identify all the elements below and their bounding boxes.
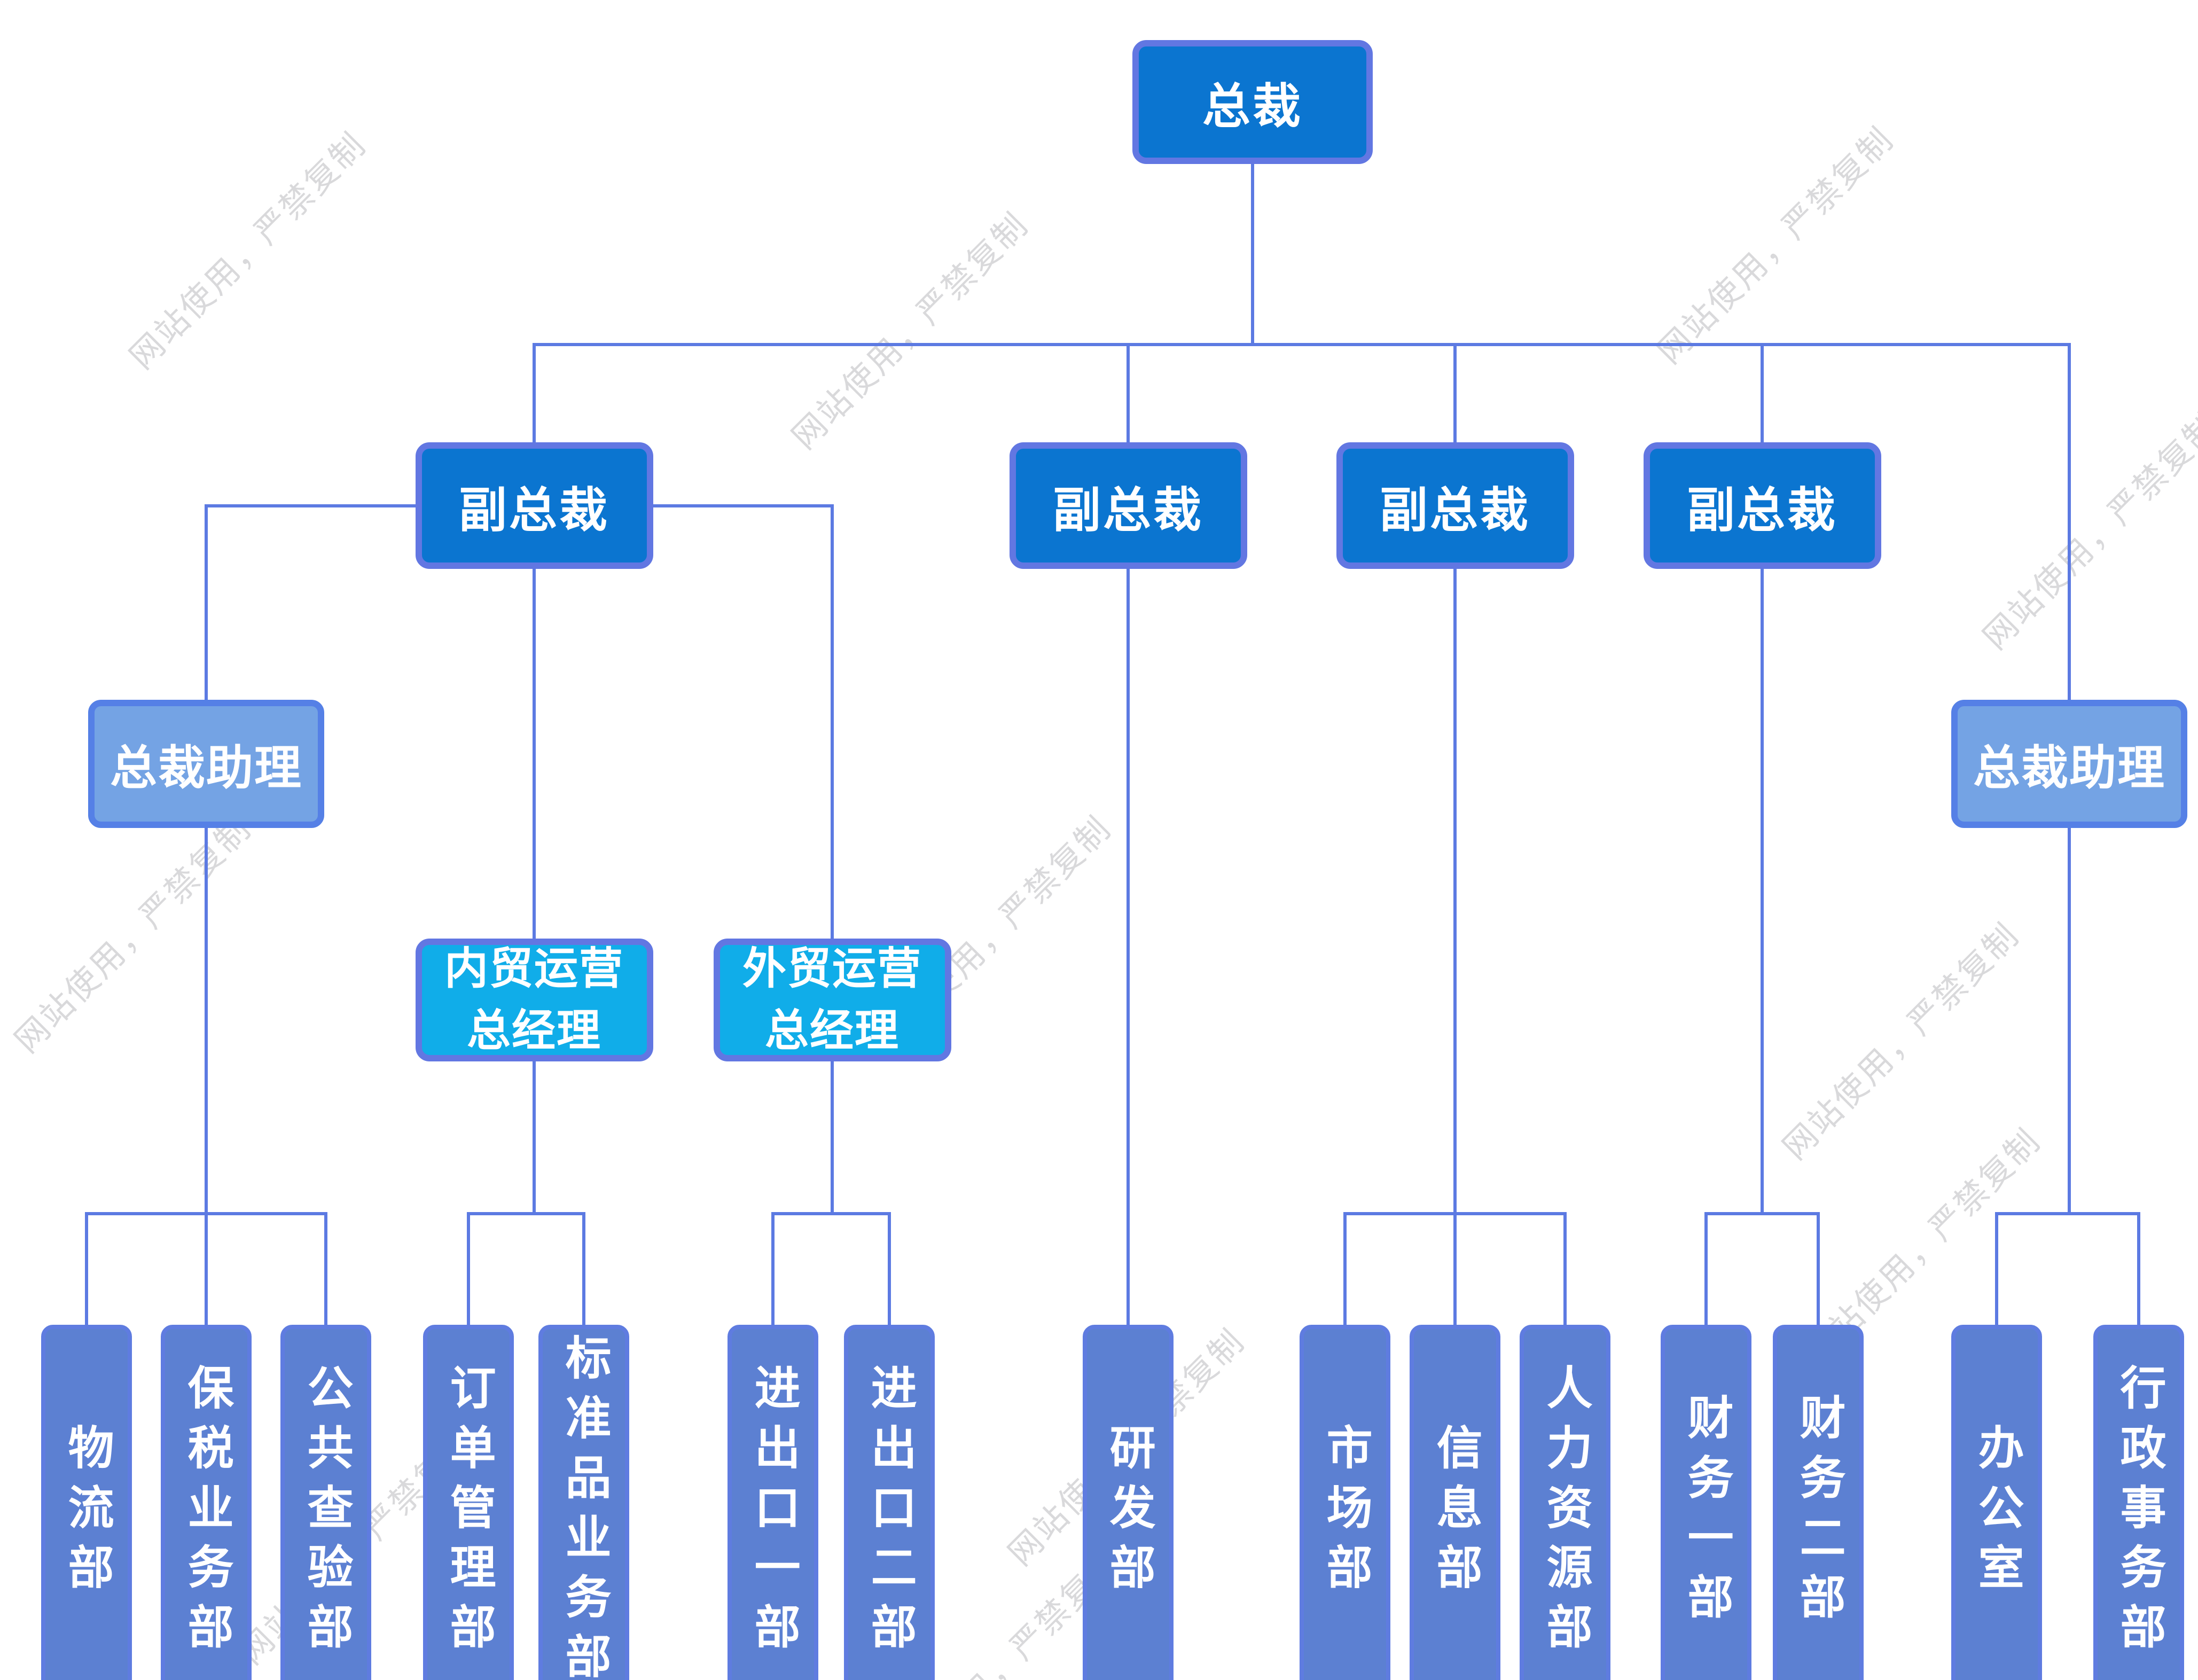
connector-line (1995, 1212, 2140, 1215)
connector-line (1761, 567, 1764, 1215)
org-node-office[interactable]: 办公室 (1951, 1325, 2042, 1680)
connector-line (888, 1212, 891, 1326)
connector-line (1704, 1212, 1820, 1215)
org-node-hr[interactable]: 人力资源部 (1520, 1325, 1610, 1680)
org-node-label: 总裁 (1202, 80, 1303, 134)
watermark-text: 网站使用，严禁复制 (1976, 406, 2198, 657)
connector-line (831, 504, 834, 940)
connector-line (467, 1212, 585, 1215)
connector-line (1127, 567, 1130, 1326)
org-node-label: 研发部 (1102, 1423, 1154, 1603)
connector-line (1453, 567, 1457, 1215)
org-node-label: 标准品业务部 (558, 1334, 610, 1680)
org-node-label: 保税业务部 (181, 1364, 232, 1662)
org-node-label: 财务一部 (1680, 1393, 1732, 1633)
org-node-label: 信息部 (1429, 1423, 1481, 1603)
org-node-label: 总裁助理 (109, 741, 302, 794)
connector-line (205, 504, 417, 507)
connector-line (533, 1060, 536, 1215)
org-node-order[interactable]: 订单管理部 (423, 1325, 514, 1680)
org-node-fin2[interactable]: 财务二部 (1773, 1325, 1864, 1680)
connector-line (2137, 1212, 2140, 1326)
org-node-label: 人力资源部 (1539, 1364, 1591, 1662)
connector-line (651, 504, 834, 507)
connector-line (533, 567, 536, 940)
connector-line (1995, 1212, 1998, 1326)
connector-line (1563, 1212, 1567, 1326)
org-node-label: 副总裁 (1380, 483, 1530, 537)
org-node-label: 财务二部 (1793, 1393, 1844, 1633)
org-node-vp2[interactable]: 副总裁 (1009, 442, 1247, 569)
watermark-text: 网站使用，严禁复制 (1776, 916, 2027, 1167)
watermark-text: 网站使用，严禁复制 (785, 206, 1036, 457)
watermark-text: 网站使用，严禁复制 (1651, 120, 1902, 371)
org-node-fin1[interactable]: 财务一部 (1661, 1325, 1751, 1680)
org-node-gmForeign[interactable]: 外贸运营 总经理 (713, 939, 951, 1061)
connector-line (85, 1212, 88, 1326)
org-node-label: 进出口一部 (747, 1364, 799, 1662)
connector-line (205, 1212, 208, 1326)
org-node-label: 订单管理部 (443, 1364, 495, 1662)
org-node-vp3[interactable]: 副总裁 (1336, 442, 1574, 569)
connector-line (467, 1212, 470, 1326)
watermark-text: 网站使用，严禁复制 (123, 126, 374, 377)
org-node-label: 副总裁 (459, 483, 609, 537)
org-node-standard[interactable]: 标准品业务部 (538, 1325, 629, 1680)
watermark-text: 网站使用，严禁复制 (8, 809, 259, 1060)
org-node-logistics[interactable]: 物流部 (41, 1325, 132, 1680)
org-node-label: 副总裁 (1687, 483, 1837, 537)
org-node-ie2[interactable]: 进出口二部 (844, 1325, 935, 1680)
connector-line (205, 826, 208, 1215)
org-node-assistantL[interactable]: 总裁助理 (88, 700, 324, 828)
connector-line (1704, 1212, 1708, 1326)
org-node-ie1[interactable]: 进出口一部 (728, 1325, 818, 1680)
org-node-label: 行政事务部 (2113, 1364, 2165, 1662)
org-node-admin[interactable]: 行政事务部 (2093, 1325, 2184, 1680)
org-node-label: 进出口二部 (864, 1364, 916, 1662)
connector-line (1251, 162, 1254, 346)
connector-line (533, 343, 2071, 346)
org-node-president[interactable]: 总裁 (1132, 40, 1373, 164)
org-node-label: 副总裁 (1053, 483, 1203, 537)
connector-line (2068, 343, 2071, 701)
org-node-inspection[interactable]: 公共查验部 (280, 1325, 371, 1680)
connector-line (1127, 343, 1130, 444)
connector-line (1453, 1212, 1457, 1326)
connector-line (582, 1212, 585, 1326)
org-node-label: 公共查验部 (300, 1364, 352, 1662)
connector-line (1453, 343, 1457, 444)
org-node-label: 办公室 (1971, 1423, 2023, 1603)
org-node-label: 内贸运营 总经理 (444, 944, 624, 1055)
connector-line (205, 504, 208, 701)
org-node-gmDomestic[interactable]: 内贸运营 总经理 (415, 939, 653, 1061)
org-node-market[interactable]: 市场部 (1300, 1325, 1390, 1680)
connector-line (1817, 1212, 1820, 1326)
org-node-label: 市场部 (1319, 1423, 1371, 1603)
org-node-vp4[interactable]: 副总裁 (1643, 442, 1881, 569)
connector-line (324, 1212, 327, 1326)
connector-line (1761, 343, 1764, 444)
connector-line (2068, 826, 2071, 1215)
org-node-label: 物流部 (61, 1423, 113, 1603)
connector-line (533, 343, 536, 444)
org-node-bonded[interactable]: 保税业务部 (161, 1325, 252, 1680)
connector-line (771, 1212, 775, 1326)
connector-line (771, 1212, 891, 1215)
connector-line (1343, 1212, 1347, 1326)
org-node-assistantR[interactable]: 总裁助理 (1951, 700, 2187, 828)
org-node-label: 外贸运营 总经理 (742, 944, 922, 1055)
connector-line (831, 1060, 834, 1215)
org-node-vp1[interactable]: 副总裁 (415, 442, 653, 569)
org-node-info[interactable]: 信息部 (1410, 1325, 1500, 1680)
org-node-rd[interactable]: 研发部 (1083, 1325, 1174, 1680)
org-node-label: 总裁助理 (1973, 741, 2165, 794)
